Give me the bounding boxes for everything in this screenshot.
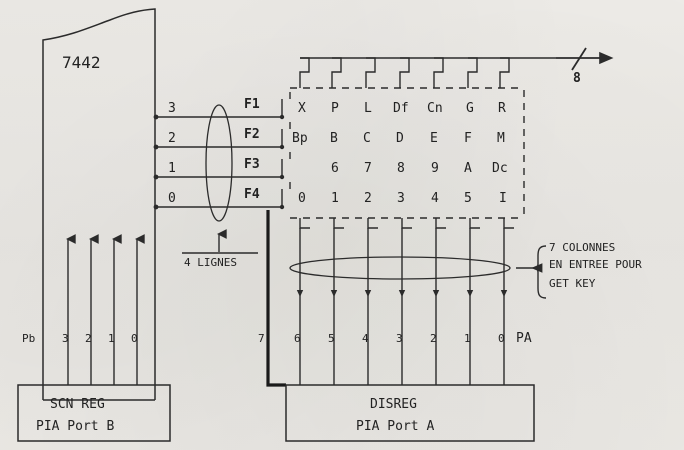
decoder-output-lines — [153, 114, 262, 210]
key-f4-c2: 2 — [364, 191, 372, 206]
key-f3-c2: 7 — [364, 161, 372, 176]
port-b-label: Pb — [22, 332, 35, 345]
decoder-out-3: 3 — [168, 101, 176, 116]
port-b-pin-1: 1 — [108, 332, 115, 345]
key-f4-c1: 1 — [331, 191, 339, 206]
key-f4-c5: 5 — [464, 191, 472, 206]
port-a-pin-5: 5 — [328, 332, 335, 345]
f4-to-porta-pin7-link — [266, 210, 286, 387]
port-b-pin-3: 3 — [62, 332, 69, 345]
key-f1-c6: R — [498, 101, 506, 116]
scn-reg-pin-lines — [65, 234, 145, 385]
label-4-lignes: 4 LIGNES — [184, 256, 237, 269]
key-f4-c3: 3 — [397, 191, 405, 206]
key-f3-c5: A — [464, 161, 472, 176]
port-a-pin-4: 4 — [362, 332, 369, 345]
key-f3-c4: 9 — [431, 161, 439, 176]
key-f1-c3: Df — [393, 101, 409, 116]
key-f1-c1: P — [331, 101, 339, 116]
row-strobe-f1: F1 — [244, 97, 260, 112]
key-f4-c4: 4 — [431, 191, 439, 206]
column-lines-to-porta — [296, 228, 508, 385]
column-note-line3: GET KEY — [549, 277, 596, 290]
key-f2-c5: F — [464, 131, 472, 146]
disreg-box — [285, 384, 535, 442]
scn-reg-box — [17, 384, 171, 442]
row-strobe-f3: F3 — [244, 157, 260, 172]
port-b-pin-0: 0 — [131, 332, 138, 345]
key-f4-c6: I — [499, 191, 507, 206]
key-f4-c0: 0 — [298, 191, 306, 206]
matrix-row-connectors — [262, 92, 291, 210]
key-f2-c4: E — [430, 131, 438, 146]
key-f2-c6: M — [497, 131, 505, 146]
column-note-line2: EN ENTREE POUR — [549, 258, 642, 271]
key-f2-c2: C — [363, 131, 371, 146]
port-a-pin-7: 7 — [258, 332, 265, 345]
key-f1-c4: Cn — [427, 101, 443, 116]
port-a-pin-0: 0 — [498, 332, 505, 345]
column-note-bracket — [516, 245, 547, 299]
matrix-column-top-connectors — [299, 47, 614, 88]
port-a-label: PA — [516, 331, 532, 346]
four-lines-annotation — [182, 229, 258, 254]
row-strobe-f2: F2 — [244, 127, 260, 142]
bus-width-marker-8: 8 — [573, 71, 581, 86]
key-f2-c3: D — [396, 131, 404, 146]
scn-reg-subtitle: PIA Port B — [36, 419, 114, 434]
port-a-pin-3: 3 — [396, 332, 403, 345]
port-a-pin-2: 2 — [430, 332, 437, 345]
key-f1-c2: L — [364, 101, 372, 116]
port-b-pin-2: 2 — [85, 332, 92, 345]
key-f1-c0: X — [298, 101, 306, 116]
disreg-title: DISREG — [370, 397, 417, 412]
decoder-chip-7442 — [42, 8, 156, 401]
key-f2-c0: Bp — [292, 131, 308, 146]
row-strobe-f4: F4 — [244, 187, 260, 202]
chip-label-7442: 7442 — [62, 53, 101, 72]
decoder-out-2: 2 — [168, 131, 176, 146]
four-line-bus-ellipse — [205, 104, 233, 222]
decoder-out-1: 1 — [168, 161, 176, 176]
port-a-pin-1: 1 — [464, 332, 471, 345]
column-note-line1: 7 COLONNES — [549, 241, 615, 254]
column-sense-bus-ellipse — [289, 256, 511, 280]
key-f3-c1: 6 — [331, 161, 339, 176]
key-f3-c3: 8 — [397, 161, 405, 176]
decoder-out-0: 0 — [168, 191, 176, 206]
scn-reg-title: SCN REG — [50, 397, 105, 412]
key-f3-c6: Dc — [492, 161, 508, 176]
disreg-subtitle: PIA Port A — [356, 419, 434, 434]
key-matrix-labels: X P L Df Cn G R Bp B C D E F M 6 7 8 9 A… — [292, 101, 508, 206]
key-f2-c1: B — [330, 131, 338, 146]
port-a-pin-6: 6 — [294, 332, 301, 345]
key-f1-c5: G — [466, 101, 474, 116]
matrix-column-bottom-connectors — [299, 218, 514, 229]
